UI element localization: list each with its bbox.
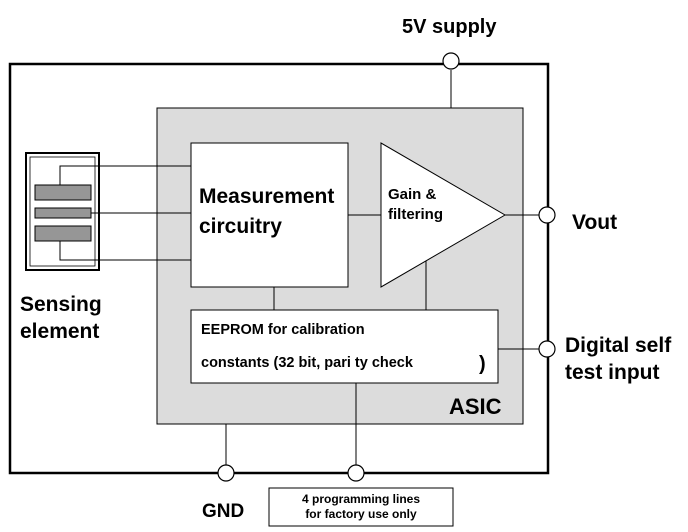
gain-label-line1: Gain & [388, 186, 437, 203]
sensor-plate-top [34, 184, 92, 201]
gnd-terminal [217, 464, 235, 482]
sensor-wires [59, 165, 191, 261]
sensing-element [25, 152, 100, 271]
selftest-terminal [538, 340, 556, 358]
vout-label: Vout [572, 211, 617, 234]
vout-terminal [538, 206, 556, 224]
programming-note-box [268, 487, 454, 527]
eeprom-label-line2: constants (32 bit, pari ty check [201, 355, 414, 371]
measurement-label-line2: circuitry [199, 215, 282, 238]
sensor-plate-bottom [34, 225, 92, 242]
sensor-plate-middle [34, 207, 92, 219]
gnd-label: GND [202, 501, 244, 522]
gain-label-line2: filtering [388, 206, 443, 223]
eeprom-label-line1: EEPROM for calibration [201, 322, 365, 338]
selftest-label-line2: test input [565, 361, 660, 384]
sensing-label-line2: element [20, 320, 99, 343]
selftest-label-line1: Digital self [565, 334, 672, 357]
asic-label: ASIC [449, 394, 502, 419]
sensing-label-line1: Sensing [20, 293, 102, 316]
supply-label: 5V supply [402, 16, 497, 38]
programming-terminal [347, 464, 365, 482]
gain-filtering-amplifier [380, 142, 506, 288]
eeprom-box [190, 309, 499, 384]
measurement-label-line1: Measurement [199, 185, 334, 208]
supply-terminal [442, 52, 460, 70]
programming-note-line2: for factory use only [305, 507, 417, 521]
programming-note-line1: 4 programming lines [302, 492, 420, 506]
eeprom-label-paren: ) [479, 353, 486, 375]
